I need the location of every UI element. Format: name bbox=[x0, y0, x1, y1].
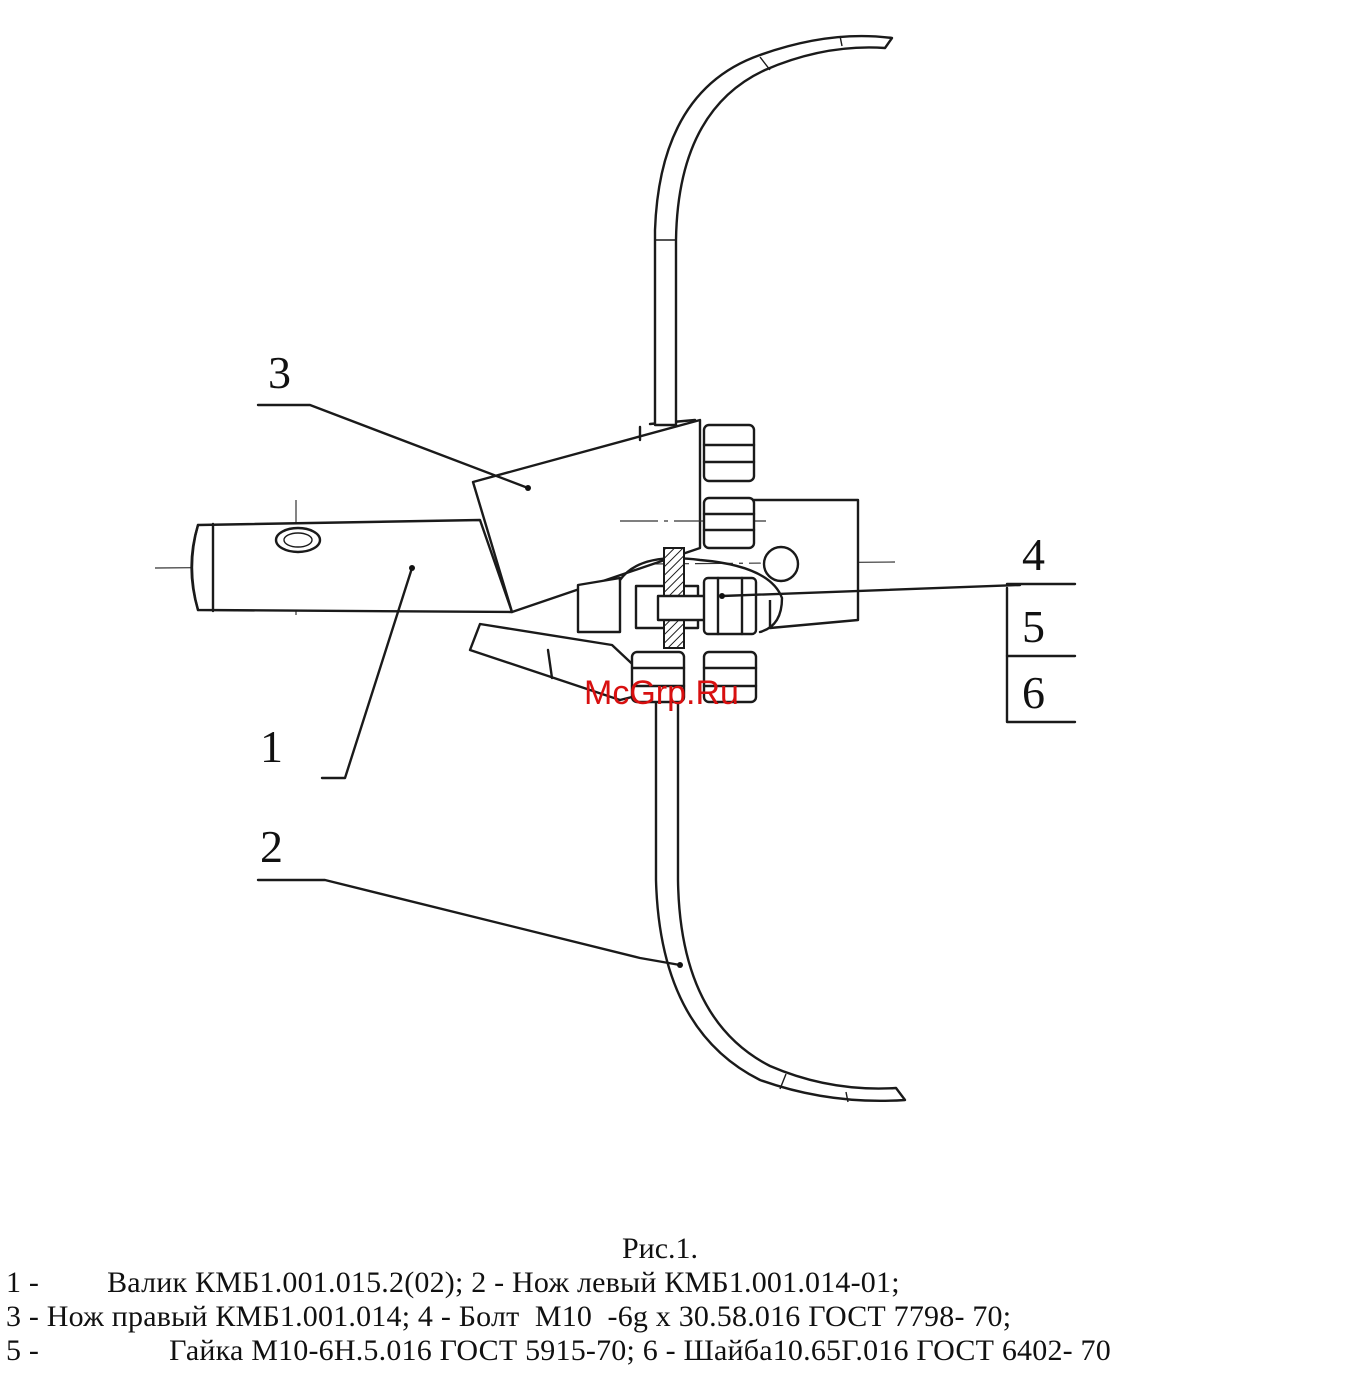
caption-line-1: 1 - Валик КМБ1.001.015.2(02); 2 - Нож лев… bbox=[6, 1266, 1346, 1300]
callout-3: 3 bbox=[268, 347, 291, 398]
callout-2: 2 bbox=[260, 821, 283, 872]
upper-blade bbox=[655, 36, 892, 425]
callout-4: 4 bbox=[1022, 529, 1045, 580]
caption-line-1-number: 1 - bbox=[6, 1266, 39, 1299]
caption-title: Рис.1. bbox=[622, 1232, 698, 1266]
callout-5: 5 bbox=[1022, 601, 1045, 652]
caption-line-1-text: Валик КМБ1.001.015.2(02); 2 - Нож левый … bbox=[107, 1266, 900, 1299]
caption-line-3: 5 - Гайка М10-6Н.5.016 ГОСТ 5915-70; 6 - … bbox=[6, 1334, 1346, 1368]
shaft-part-1 bbox=[192, 520, 513, 612]
watermark: McGrp.Ru bbox=[584, 674, 739, 712]
callout-6: 6 bbox=[1022, 667, 1045, 718]
caption-line-3-text: Гайка М10-6Н.5.016 ГОСТ 5915-70; 6 - Шай… bbox=[169, 1334, 1111, 1367]
caption-line-3-number: 5 - bbox=[6, 1334, 39, 1367]
lower-blade-part-2 bbox=[656, 680, 905, 1102]
callout-1: 1 bbox=[260, 721, 283, 772]
caption-line-2: 3 - Нож правый КМБ1.001.014; 4 - Болт М1… bbox=[6, 1300, 1346, 1334]
upper-nuts bbox=[704, 425, 754, 548]
